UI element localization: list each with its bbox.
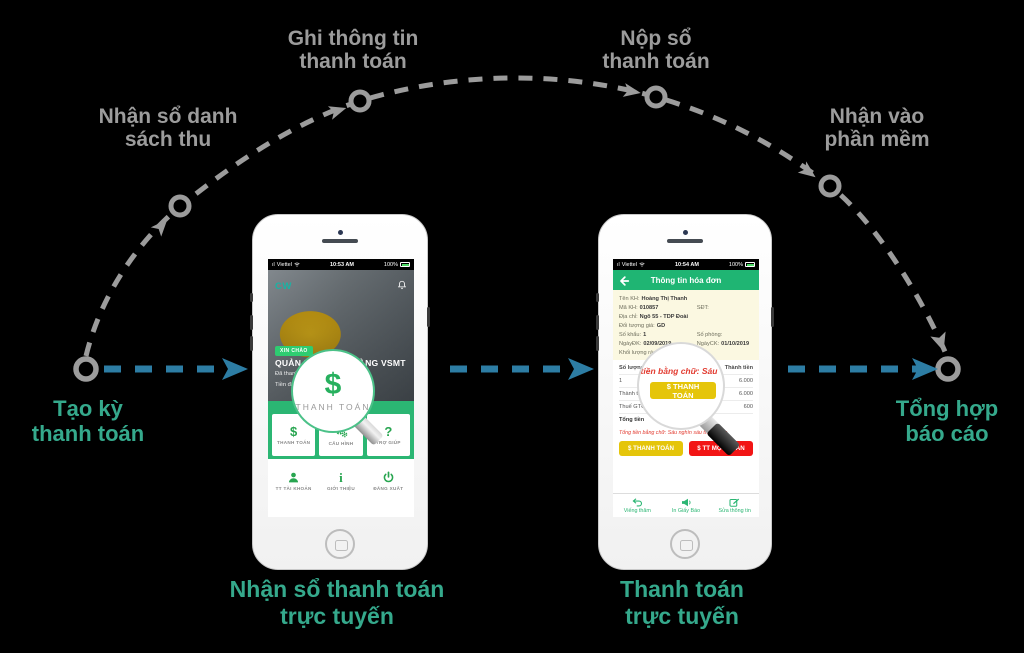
phone2-status-bar: ıl Viettel 10:54 AM 100% bbox=[613, 259, 759, 270]
tile-label: TT TÀI KHOẢN bbox=[275, 486, 312, 491]
invoice-title: Thông tin hóa đơn bbox=[650, 275, 722, 285]
tile-label: ĐĂNG XUẤT bbox=[373, 486, 404, 491]
info-icon: i bbox=[339, 470, 343, 485]
arc-step-label-3: Nộp sổ thanh toán bbox=[602, 27, 710, 74]
phone2-battery-group: 100% bbox=[729, 262, 755, 268]
tile-label: CẤU HÌNH bbox=[328, 440, 354, 446]
phone2-app-header: Thông tin hóa đơn bbox=[613, 270, 759, 290]
footer-item-edit[interactable]: Sửa thông tin bbox=[710, 494, 759, 517]
tile-label: GIỚI THIỆU bbox=[326, 486, 356, 491]
question-icon: ? bbox=[384, 424, 393, 439]
wifi-icon bbox=[639, 262, 645, 267]
phone1-carrier: ıl Viettel bbox=[272, 262, 300, 268]
signal-icon: ıl bbox=[617, 261, 620, 268]
phone1-camera bbox=[337, 230, 343, 235]
phone2-device: ıl Viettel 10:54 AM 100% bbox=[596, 214, 774, 570]
wifi-icon bbox=[294, 262, 300, 267]
phone2-volume-up bbox=[596, 315, 599, 330]
phone2-home-button[interactable] bbox=[670, 529, 700, 559]
phone1-magnifier-lens: $ THANH TOÁN bbox=[291, 349, 375, 433]
arc-step-label-1: Nhận sổ danh sách thu bbox=[98, 105, 238, 152]
info-row: Tên KH:Hoàng Thị Thanh bbox=[619, 295, 688, 302]
arc-nodes bbox=[73, 85, 961, 382]
footer-label: Sửa thông tin bbox=[718, 507, 751, 514]
power-icon bbox=[382, 471, 395, 484]
phone1-device: ıl Viettel 10:53 AM 100% CW bbox=[250, 214, 430, 570]
phone1-stat-collected: Tiền đã thu: bbox=[275, 382, 306, 388]
phone2-mute-switch bbox=[596, 293, 599, 302]
stage-label-end: Tổng hợp báo cáo bbox=[895, 396, 999, 447]
amount-in-words: Tổng tiền bằng chữ: Sáu nghìn sáu trăm đ… bbox=[619, 430, 729, 436]
phone1-caption: Nhận sổ thanh toán trực tuyến bbox=[229, 576, 445, 630]
tile-dang-xuat[interactable]: ĐĂNG XUẤT bbox=[366, 460, 410, 502]
magnified-dollar-icon: $ bbox=[324, 367, 342, 401]
pay-full-button[interactable]: $ THANH TOÁN bbox=[619, 441, 683, 456]
magnified-pay-label: THANH TOÁN bbox=[295, 401, 371, 412]
visit-icon bbox=[632, 497, 642, 507]
magnified-pay-button[interactable]: $ THANH TOÁN bbox=[650, 382, 716, 400]
app-logo: CW bbox=[275, 281, 292, 292]
tile-label: THANH TOÁN bbox=[277, 440, 311, 445]
phone2-footer-bar: Viếng thăm In Giấy Báo Sửa thông tin bbox=[613, 493, 759, 517]
phone1-speaker bbox=[322, 239, 358, 243]
phone2-camera bbox=[682, 230, 688, 235]
footer-item-visit[interactable]: Viếng thăm bbox=[613, 494, 662, 517]
signal-icon: ıl bbox=[272, 261, 275, 268]
footer-item-print[interactable]: In Giấy Báo bbox=[662, 494, 711, 517]
footer-label: Viếng thăm bbox=[623, 507, 651, 514]
phone2-speaker bbox=[667, 239, 703, 243]
phone2-volume-down bbox=[596, 336, 599, 351]
magnified-amount-text: g tiền bằng chữ: Sáu bbox=[637, 366, 718, 376]
phone1-battery-group: 100% bbox=[384, 262, 410, 268]
phone1-power-button bbox=[427, 307, 430, 327]
arc-step-label-4: Nhận vào phần mềm bbox=[824, 105, 930, 152]
user-icon bbox=[287, 471, 300, 484]
info-row: Khối lượng rác: bbox=[619, 349, 658, 356]
phone2-clock: 10:54 AM bbox=[674, 261, 699, 268]
arc-arrowheads bbox=[150, 83, 946, 352]
print-icon bbox=[681, 498, 691, 506]
back-arrow-icon[interactable] bbox=[618, 274, 630, 286]
battery-icon bbox=[745, 262, 755, 267]
phone1-home-button[interactable] bbox=[325, 529, 355, 559]
battery-icon bbox=[400, 262, 410, 267]
phone1-clock: 10:53 AM bbox=[329, 261, 354, 268]
arc-step-label-2: Ghi thông tin thanh toán bbox=[287, 27, 419, 74]
bell-icon[interactable] bbox=[397, 277, 407, 295]
phone2-caption: Thanh toán trực tuyến bbox=[620, 576, 744, 630]
blue-arrowheads bbox=[222, 358, 938, 380]
phone2-power-button bbox=[771, 307, 774, 327]
tile-label: TRỢ GIÚP bbox=[375, 440, 401, 445]
stage-label-start: Tạo kỳ thanh toán bbox=[31, 396, 145, 447]
phone1-volume-up bbox=[250, 315, 253, 330]
info-row: Địa chỉ:Ngõ 55 - TDP Đoài bbox=[619, 313, 689, 320]
phone1-status-bar: ıl Viettel 10:53 AM 100% bbox=[268, 259, 414, 270]
phone2-magnifier-lens: g tiền bằng chữ: Sáu $ THANH TOÁN bbox=[637, 342, 725, 430]
phone1-volume-down bbox=[250, 336, 253, 351]
info-row: Số khẩu:1 Số phòng: bbox=[619, 331, 723, 338]
arc-dashed-path bbox=[83, 75, 949, 357]
edit-icon bbox=[729, 498, 740, 507]
info-row: Đối tượng giá:GD bbox=[619, 322, 666, 329]
info-row: Mã KH:010857 SĐT: bbox=[619, 304, 709, 311]
tile-gioi-thieu[interactable]: i GIỚI THIỆU bbox=[319, 460, 363, 502]
tile-tt-tai-khoan[interactable]: TT TÀI KHOẢN bbox=[272, 460, 316, 502]
footer-label: In Giấy Báo bbox=[671, 507, 701, 514]
hello-badge: XIN CHÀO bbox=[275, 346, 313, 356]
info-row: NgàyĐK:02/09/2019 NgàyCK:01/10/2019 bbox=[619, 340, 750, 347]
phone1-mute-switch bbox=[250, 293, 253, 302]
phone2-carrier: ıl Viettel bbox=[617, 262, 645, 268]
table-total-row: Tổng tiền bbox=[619, 417, 645, 423]
dollar-icon: $ bbox=[290, 424, 298, 439]
